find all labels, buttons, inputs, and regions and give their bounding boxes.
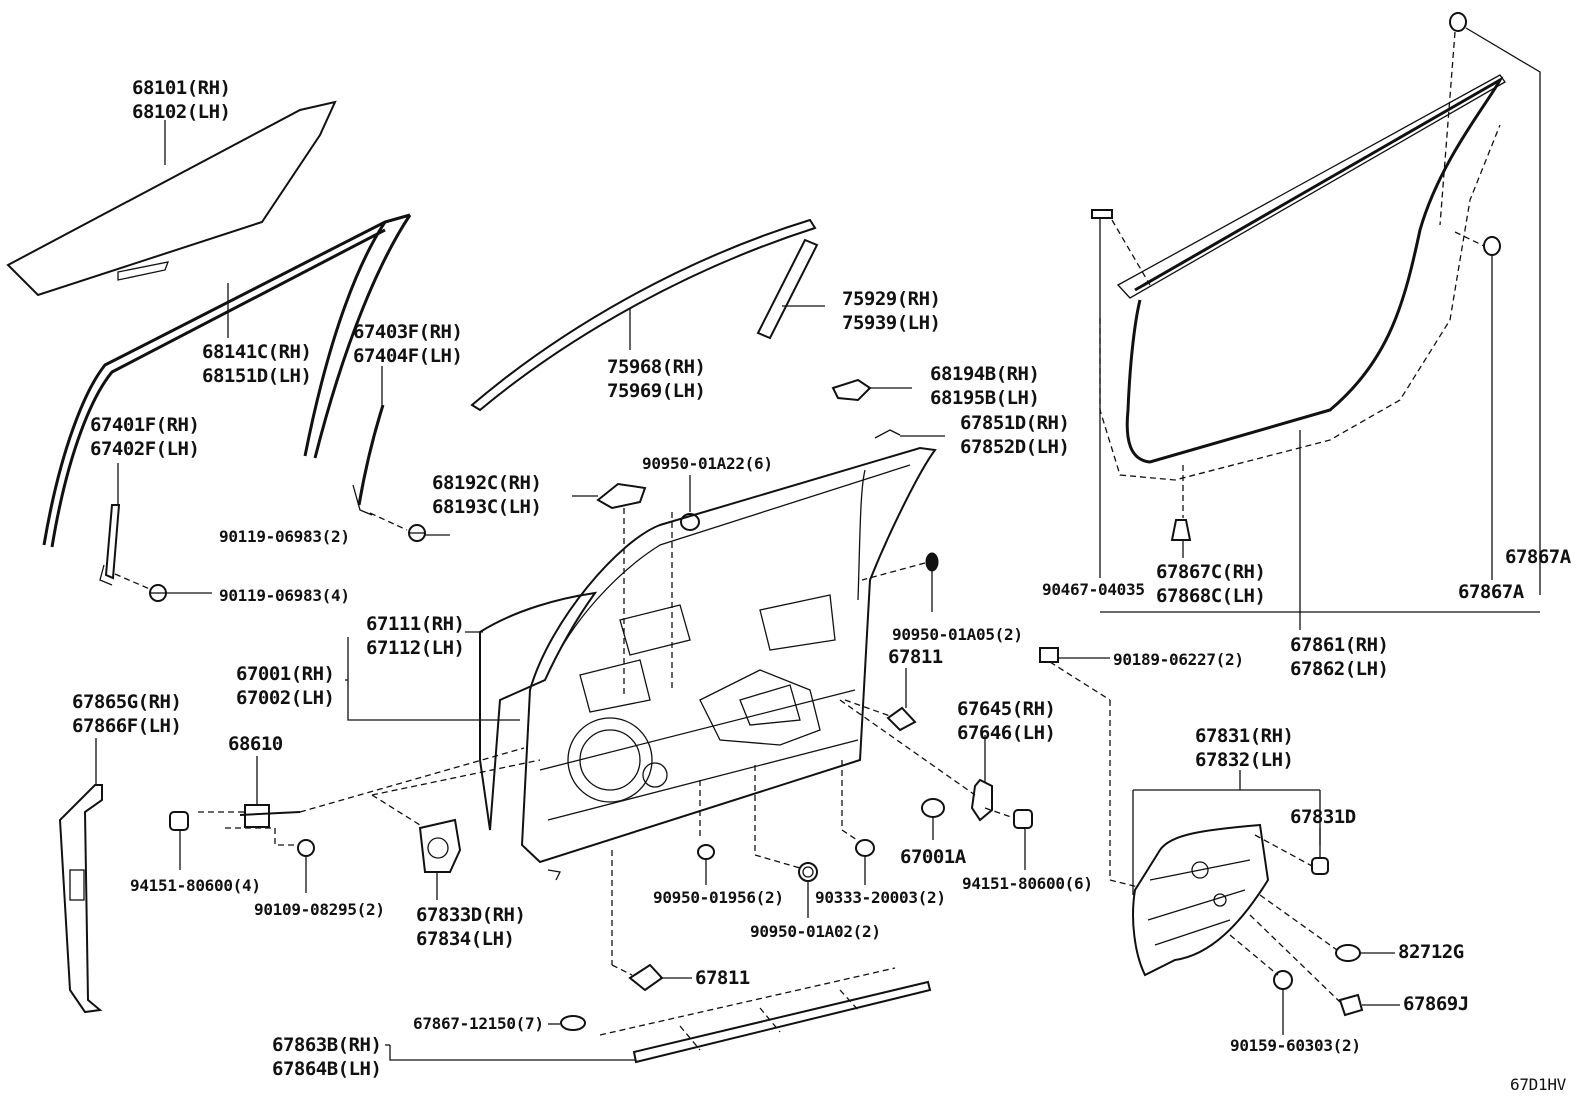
label-service-hole-cover: 67811 (888, 646, 943, 668)
label-clip-06227: 90189-06227(2) (1113, 650, 1244, 669)
label-clip-a: 67867A (1458, 581, 1524, 603)
label-bolt-2: 90119-06983(2) (219, 527, 350, 546)
door-panel (479, 446, 937, 881)
check-bracket (970, 778, 993, 822)
label-clip-69j: 67869J (1403, 993, 1469, 1015)
label-plug-1956: 90950-01956(2) (653, 888, 784, 907)
label-plug-2: 90950-01A05(2) (892, 625, 1023, 644)
clip-icon (1483, 236, 1501, 256)
label-screw-60303: 90159-60303(2) (1230, 1036, 1361, 1055)
label-plug-20003: 90333-20003(2) (815, 888, 946, 907)
mirror-seal (831, 378, 872, 402)
outer-weatherstrip (470, 218, 817, 412)
label-nut-6: 94151-80600(6) (962, 874, 1093, 893)
label-bolt-check: 90109-08295(2) (254, 900, 385, 919)
bolt-icon (149, 584, 167, 602)
label-glass-run: 68141C(RH)68151D(LH) (202, 341, 312, 387)
glass-stopper (596, 482, 647, 510)
door-weatherstrip (1099, 74, 1506, 481)
service-hole-cover (886, 706, 917, 732)
label-bolt-4: 90119-06983(4) (219, 586, 350, 605)
label-speaker-cover: 67833D(RH)67834(LH) (416, 904, 526, 950)
plug-icon (855, 839, 875, 857)
nut-icon (169, 811, 189, 831)
label-door-check: 68610 (228, 733, 283, 755)
door-glass (6, 100, 337, 297)
clip-icon (1039, 647, 1059, 663)
clip-icon (1091, 209, 1113, 219)
label-door-assy: 67001(RH)67002(LH) (236, 663, 335, 709)
clip-icon (1338, 993, 1364, 1017)
label-nut-4: 94151-80600(4) (130, 876, 261, 895)
label-side-weatherstrip: 67863B(RH)67864B(LH) (272, 1034, 382, 1080)
plug-icon (697, 844, 715, 860)
label-glass-stopper: 68192C(RH)68193C(LH) (432, 472, 542, 518)
label-clip-04035: 90467-04035 (1042, 580, 1145, 599)
hinge-pad (58, 784, 103, 1014)
label-glass: 68101(RH)68102(LH) (132, 77, 231, 123)
label-hinge-pad: 67865G(RH)67866F(LH) (72, 691, 182, 737)
speaker-cover (418, 818, 462, 873)
clip-icon (560, 1015, 586, 1031)
pillar-garnish (756, 238, 819, 340)
front-channel (99, 504, 121, 586)
label-rear-channel: 67403F(RH)67404F(LH) (353, 321, 463, 367)
plug-icon (798, 862, 818, 882)
label-plug-6: 90950-01A22(6) (642, 454, 773, 473)
label-door-panel: 67111(RH)67112(LH) (366, 613, 465, 659)
clip-icon (1170, 519, 1192, 541)
label-check-bracket: 67645(RH)67646(LH) (957, 698, 1056, 744)
clip-icon (1335, 944, 1361, 962)
clip-icon (1311, 857, 1329, 875)
label-pillar-garnish: 75929(RH)75939(LH) (842, 288, 941, 334)
label-trim-board: 67831(RH)67832(LH) (1195, 725, 1294, 771)
label-clip-7: 67867-12150(7) (413, 1014, 544, 1033)
label-front-channel: 67401F(RH)67402F(LH) (90, 414, 200, 460)
label-door-weatherstrip: 67861(RH)67862(LH) (1290, 634, 1389, 680)
bolt-icon (408, 524, 426, 542)
clip-icon (1449, 12, 1467, 32)
label-clip-c: 67867C(RH)67868C(LH) (1156, 561, 1266, 607)
label-outer-weatherstrip: 75968(RH)75969(LH) (607, 356, 706, 402)
label-clip-a-top: 67867A (1505, 546, 1571, 568)
nut-icon (1013, 809, 1033, 829)
label-bumper: 67001A (900, 846, 966, 868)
bolt-icon (297, 839, 315, 857)
label-service-hole-cover-b: 67811 (695, 967, 750, 989)
glass-run (42, 213, 412, 548)
label-clip-d: 67831D (1290, 806, 1356, 828)
label-plug-a02: 90950-01A02(2) (750, 922, 881, 941)
label-clip-82712g: 82712G (1398, 941, 1464, 963)
trim-board (1132, 823, 1270, 977)
figure-code: 67D1HV (1510, 1075, 1566, 1094)
side-weatherstrip (599, 967, 932, 1064)
label-mirror-seal: 68194B(RH)68195B(LH) (930, 363, 1040, 409)
bumper-icon (921, 798, 945, 818)
door-check (239, 804, 301, 828)
service-hole-cover (628, 963, 664, 992)
rear-channel (352, 404, 385, 516)
label-hole-cover-upper: 67851D(RH)67852D(LH) (960, 412, 1070, 458)
